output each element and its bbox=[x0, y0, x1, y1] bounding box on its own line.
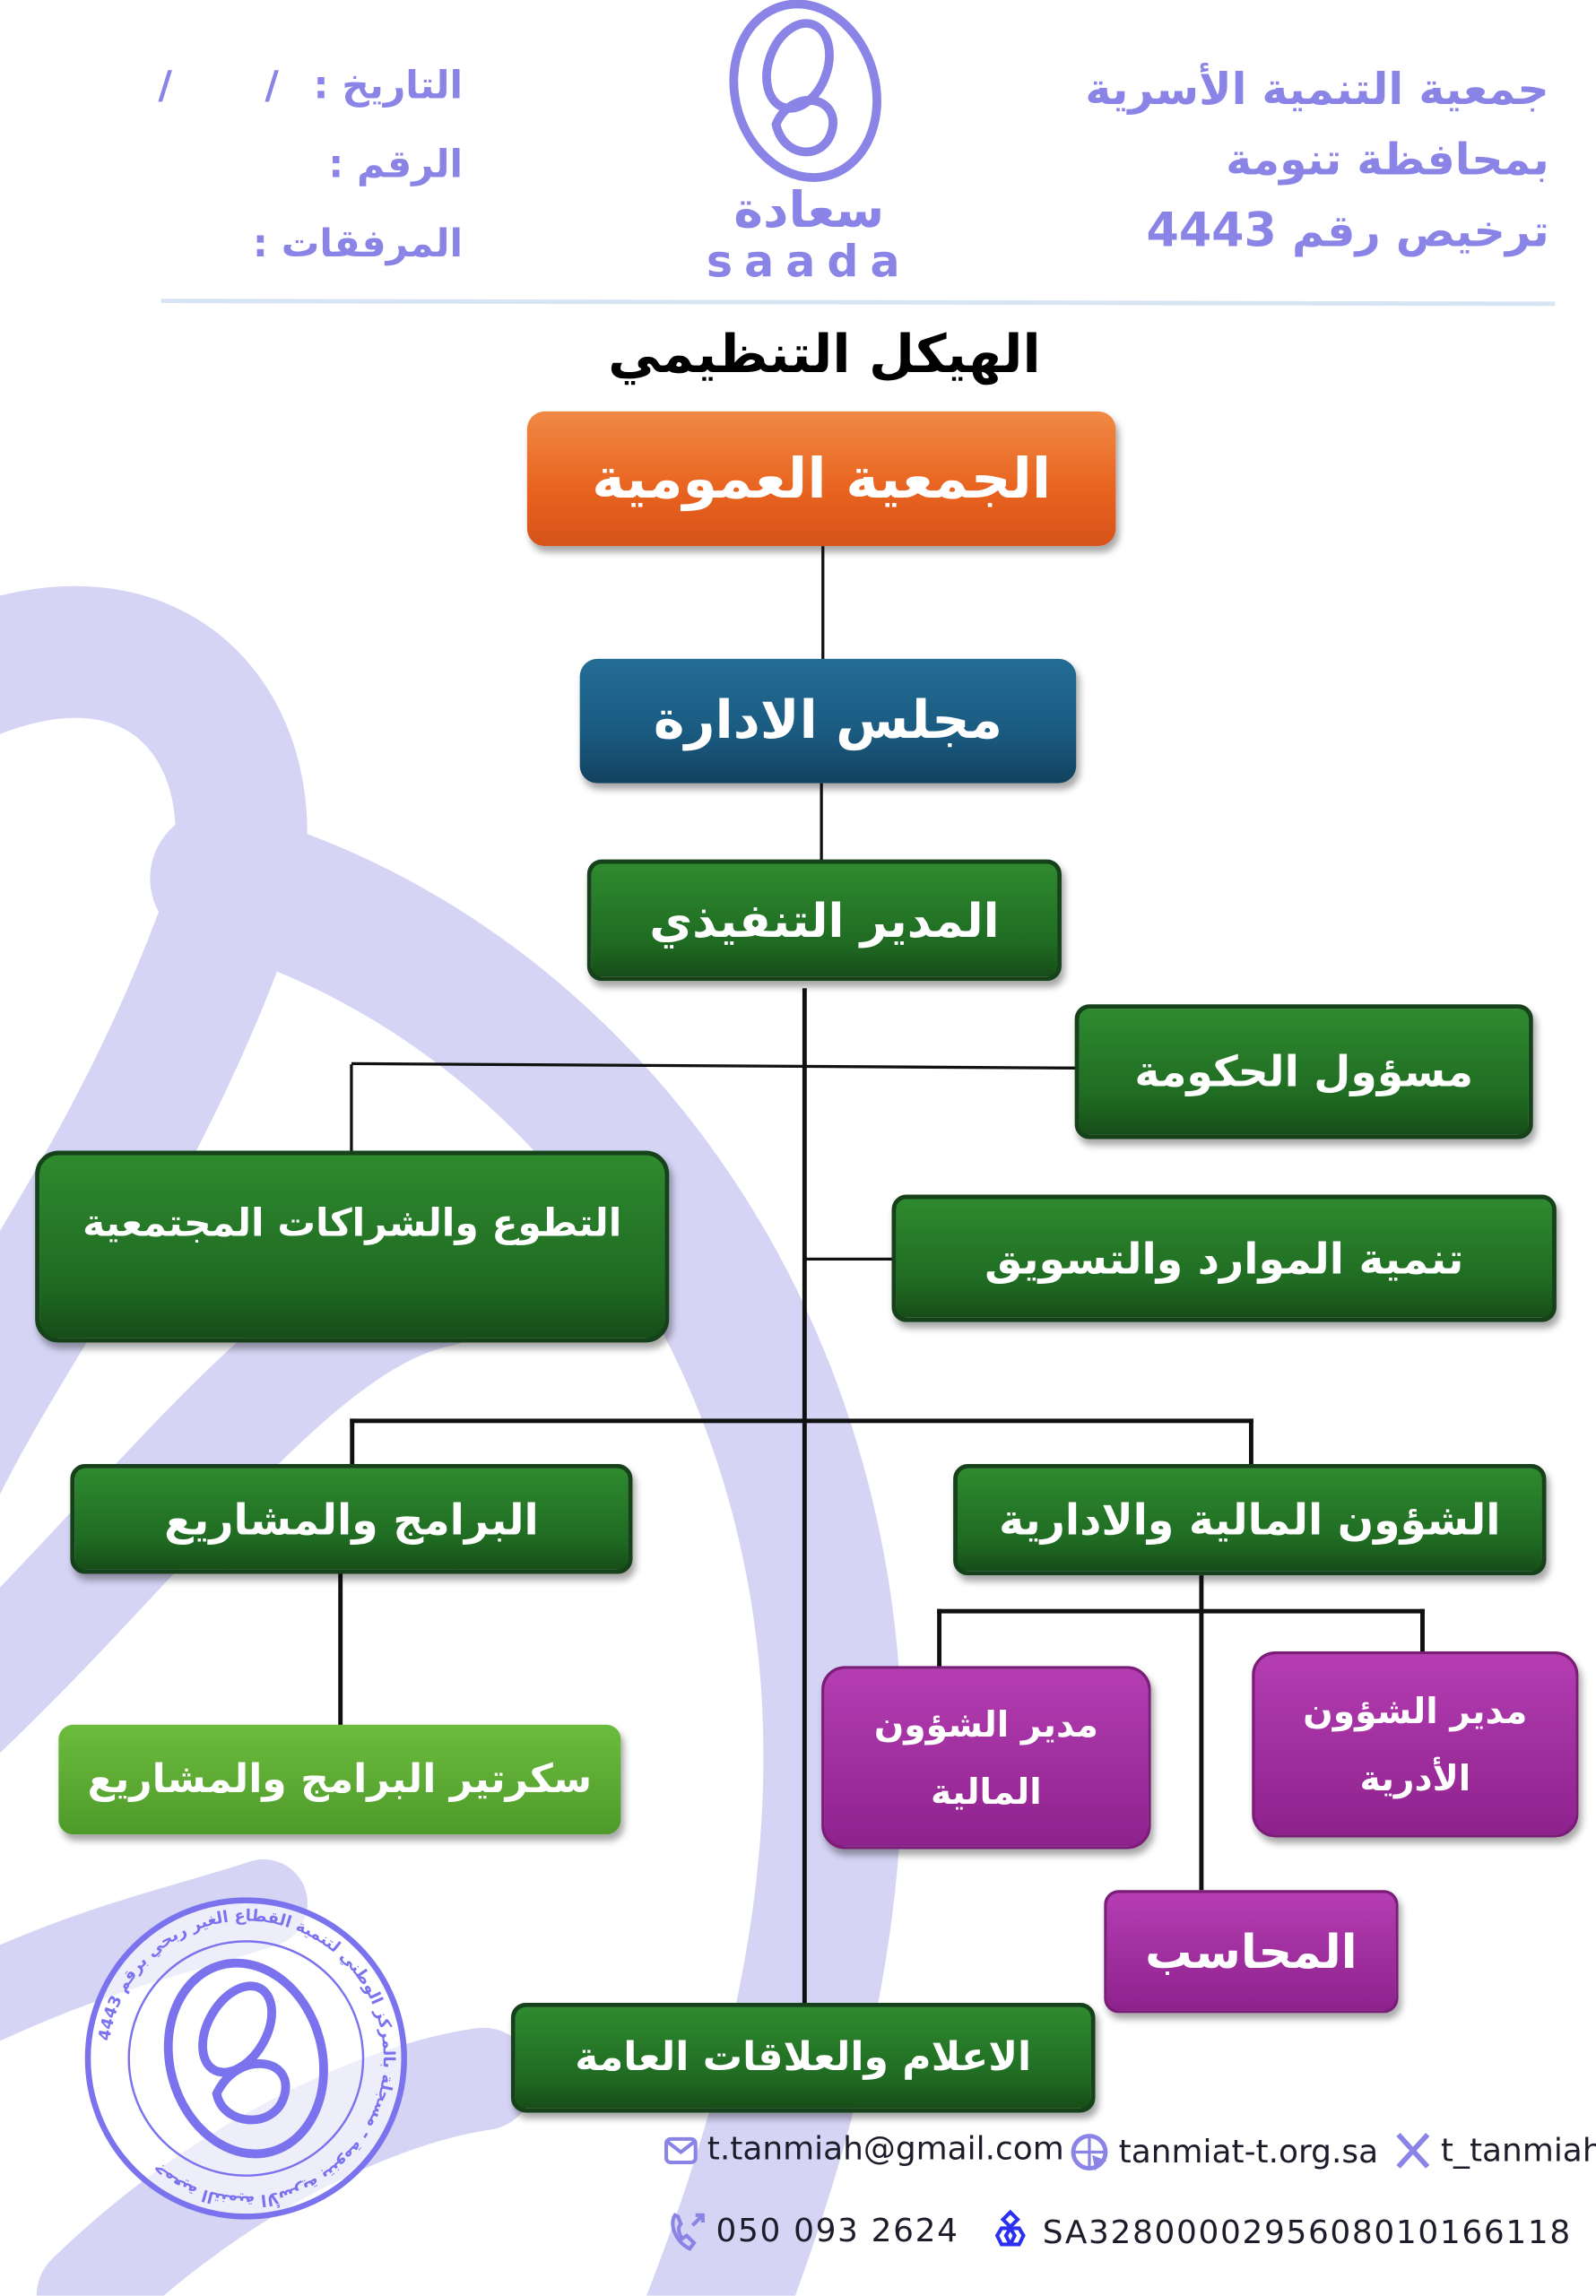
connector-line bbox=[350, 1418, 1253, 1424]
connector-line bbox=[937, 1608, 1425, 1614]
connector-line bbox=[1248, 1418, 1253, 1466]
box-board: مجلس الادارة bbox=[579, 658, 1077, 784]
connector-line bbox=[821, 546, 825, 661]
connector-line bbox=[1420, 1608, 1425, 1653]
finance-manager-line2: المالية bbox=[931, 1771, 1042, 1812]
box-programs-secretary: سكرتير البرامج والمشاريع bbox=[58, 1724, 621, 1835]
number-label: الرقم : bbox=[328, 143, 464, 188]
box-accountant: المحاسب bbox=[1104, 1890, 1399, 2014]
x-handle-text: t_tanmiah bbox=[1440, 2132, 1596, 2170]
logo-latin: saada bbox=[706, 237, 912, 289]
connector-line bbox=[1199, 1575, 1204, 1891]
date-slashes: / / bbox=[158, 64, 279, 108]
connector-line bbox=[350, 1418, 355, 1466]
phone-text: 050 093 2624 bbox=[716, 2213, 959, 2250]
license-number: 4443 bbox=[1146, 202, 1277, 258]
box-resources-marketing: تنمية الموارد والتسويق bbox=[891, 1194, 1557, 1322]
connector-line bbox=[338, 1573, 343, 1727]
website-text: tanmiat-t.org.sa bbox=[1118, 2134, 1379, 2170]
footer-email[interactable]: t.tanmiah@gmail.com bbox=[664, 2132, 1064, 2169]
x-twitter-icon bbox=[1396, 2133, 1430, 2169]
admin-manager-line1: مدير الشؤون bbox=[1303, 1690, 1528, 1732]
box-finance-admin: الشؤون المالية والادارية bbox=[953, 1464, 1547, 1576]
box-volunteering: التطوع والشراكات المجتمعية bbox=[35, 1150, 670, 1343]
footer-phone[interactable]: 050 093 2624 bbox=[666, 2209, 959, 2253]
admin-manager-line2: الأدرية bbox=[1359, 1757, 1471, 1799]
mail-icon bbox=[664, 2136, 698, 2164]
box-finance-manager: مدير الشؤون المالية bbox=[821, 1666, 1151, 1850]
date-label: التاريخ : bbox=[313, 64, 464, 108]
connector-line bbox=[803, 1257, 892, 1261]
org-location: بمحافظة تنومة bbox=[1226, 134, 1549, 186]
phone-icon bbox=[671, 2213, 705, 2251]
box-executive-director: المدير التنفيذي bbox=[586, 859, 1062, 982]
footer-iban[interactable]: SA3280000295608010166118 bbox=[987, 2209, 1572, 2256]
email-text: t.tanmiah@gmail.com bbox=[707, 2131, 1064, 2169]
connector-line bbox=[820, 783, 823, 862]
main-trunk-line bbox=[802, 988, 807, 2005]
finance-manager-line1: مدير الشؤون bbox=[873, 1703, 1098, 1745]
organization-seal-stamp: جمعية التنمية الأسرية بتنومة - مسجلة بال… bbox=[84, 1897, 407, 2220]
connector-line bbox=[350, 1064, 353, 1151]
bank-logo-icon bbox=[994, 2209, 1026, 2247]
footer-website[interactable]: tanmiat-t.org.sa bbox=[1069, 2132, 1378, 2173]
box-governance: مسؤول الحكومة bbox=[1074, 1004, 1533, 1139]
footer-x-handle[interactable]: t_tanmiah bbox=[1394, 2132, 1596, 2170]
license-line: ترخيص رقم 4443 bbox=[1146, 202, 1548, 257]
page-title: الهيكل التنظيمي bbox=[608, 325, 1041, 386]
box-media-pr: الاعلام والعلاقات العامة bbox=[510, 2002, 1096, 2113]
globe-icon bbox=[1071, 2134, 1108, 2171]
org-name: جمعية التنمية الأسرية bbox=[1085, 64, 1549, 117]
attachments-label: المرفقات : bbox=[252, 222, 464, 267]
box-programs: البرامج والمشاريع bbox=[70, 1464, 633, 1574]
box-admin-manager: مدير الشؤون الأدرية bbox=[1252, 1651, 1579, 1838]
connector-line bbox=[937, 1608, 942, 1668]
saada-logo-icon bbox=[729, 0, 881, 182]
box-general-assembly: الجمعية العمومية bbox=[526, 411, 1116, 547]
license-label: ترخيص رقم bbox=[1291, 206, 1549, 258]
logo-arabic: سعادة bbox=[733, 181, 885, 240]
iban-text: SA3280000295608010166118 bbox=[1042, 2214, 1572, 2251]
